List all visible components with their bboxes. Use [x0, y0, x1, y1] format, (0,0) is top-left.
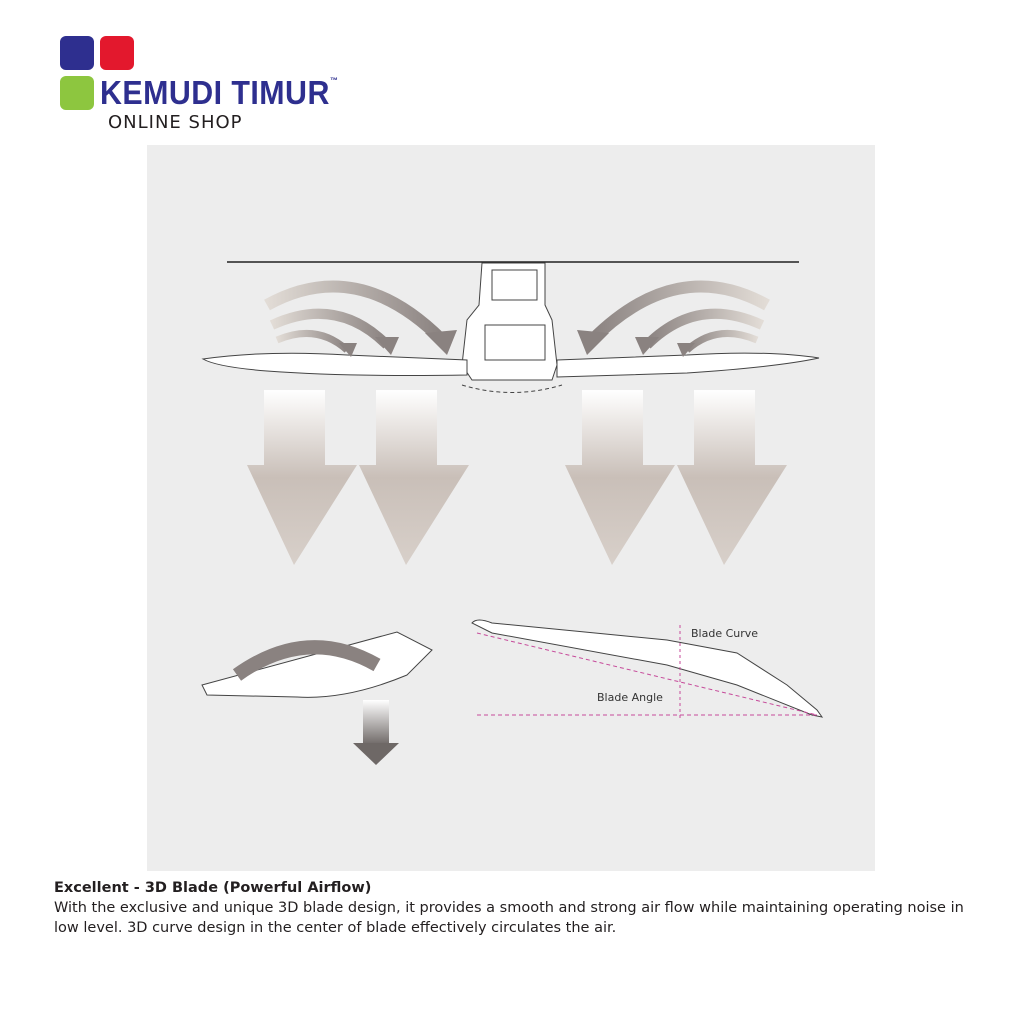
trademark: ™ [330, 76, 338, 85]
airflow-arrows-left [264, 280, 457, 357]
logo-square-blue [60, 36, 94, 70]
feature-title: Excellent - 3D Blade (Powerful Airflow) [54, 880, 372, 896]
product-diagram-panel: Blade Curve Blade Angle [147, 145, 875, 871]
feature-description: With the exclusive and unique 3D blade d… [54, 900, 964, 936]
brand-tagline: ONLINE SHOP [108, 112, 243, 133]
blade-profile-icon: Blade Curve Blade Angle [471, 619, 824, 720]
airflow-arrows-right [577, 280, 770, 357]
fan-motor-icon [461, 262, 563, 393]
logo-square-green [60, 76, 94, 110]
fan-diagram: Blade Curve Blade Angle [201, 261, 824, 765]
blade-curve-arrow-icon [201, 631, 433, 765]
logo-square-red [100, 36, 134, 70]
down-arrows-icon [247, 390, 787, 565]
brand-logo: KEMUDI TIMUR ™ ONLINE SHOP [60, 36, 360, 136]
blade-curve-label: Blade Curve [691, 627, 758, 640]
fan-blades-icon [201, 352, 820, 378]
brand-name: KEMUDI TIMUR [100, 74, 330, 111]
feature-caption: Excellent - 3D Blade (Powerful Airflow) … [54, 878, 984, 938]
blade-angle-label: Blade Angle [597, 691, 663, 704]
